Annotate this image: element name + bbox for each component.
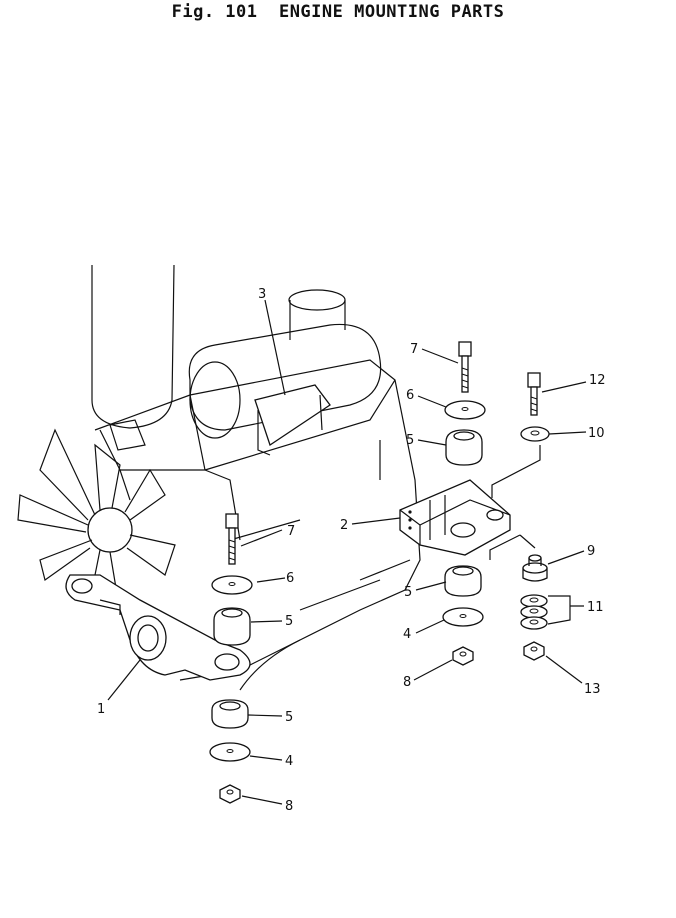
cushion-5-left-lower — [211, 699, 249, 729]
assembly-guide-lower — [489, 534, 536, 560]
bolt-7-right — [458, 341, 472, 393]
callout-6-right: 6 — [406, 388, 414, 403]
callout-11: 11 — [587, 600, 604, 615]
bolt-12 — [527, 372, 541, 416]
engine-block — [91, 264, 421, 691]
callout-8-right: 8 — [403, 675, 411, 690]
callout-1: 1 — [97, 702, 105, 717]
callout-10: 10 — [588, 426, 605, 441]
callout-6-left: 6 — [286, 571, 294, 586]
front-support-bracket — [65, 574, 251, 681]
cushion-5-right-lower — [444, 565, 482, 597]
washer-6-right — [444, 400, 486, 420]
callout-3: 3 — [258, 287, 266, 302]
nut-8-right — [452, 646, 474, 666]
callout-12: 12 — [589, 373, 606, 388]
callout-5-right-upper: 5 — [406, 433, 414, 448]
rear-support-bracket — [399, 479, 511, 556]
cushion-5-right-upper — [445, 429, 483, 466]
washer-6-left — [211, 575, 253, 595]
washer-4-left — [209, 742, 251, 762]
callout-5-right-lower: 5 — [404, 585, 412, 600]
collar-9 — [522, 554, 548, 582]
callout-4-left: 4 — [285, 754, 293, 769]
callout-8-left: 8 — [285, 799, 293, 814]
washer-4-right — [442, 607, 484, 627]
callout-labels: 1 2 3 4 4 5 5 5 5 6 6 7 7 8 8 9 10 11 12… — [97, 287, 606, 814]
figure-title: Fig. 101 ENGINE MOUNTING PARTS — [171, 2, 505, 22]
bolt-7-left — [225, 513, 239, 565]
callout-2: 2 — [340, 518, 348, 533]
callout-9: 9 — [587, 544, 595, 559]
callout-7-left: 7 — [287, 524, 295, 539]
callout-4-right: 4 — [403, 627, 411, 642]
callout-5-left-lower: 5 — [285, 710, 293, 725]
nut-8-left — [219, 784, 241, 804]
washer-10 — [520, 426, 550, 442]
callout-7-right: 7 — [410, 342, 418, 357]
nut-13 — [523, 641, 545, 661]
plate-stack-11 — [520, 594, 548, 630]
callout-5-left-upper: 5 — [285, 614, 293, 629]
assembly-guide-upper — [491, 445, 541, 498]
leader-lines — [107, 299, 587, 805]
callout-13: 13 — [584, 682, 601, 697]
cushion-5-left-upper — [213, 607, 251, 646]
